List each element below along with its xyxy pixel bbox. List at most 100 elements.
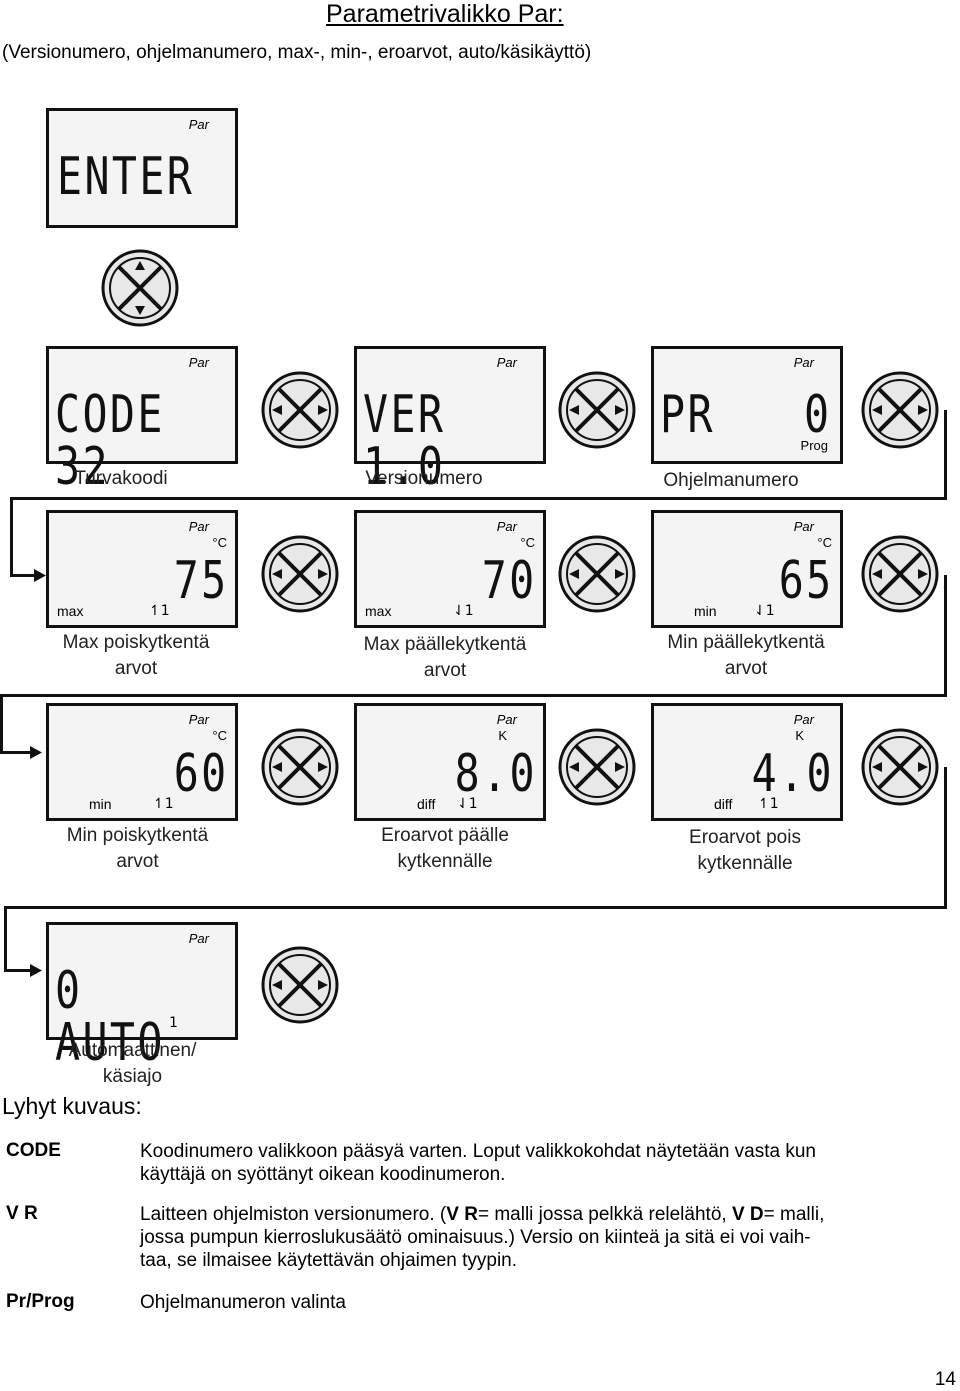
page-subtitle: (Versionumero, ohjelmanumero, max-, min-…	[2, 42, 592, 63]
unit-label: K	[498, 728, 507, 743]
caption-auto: Automaattinen/käsiajo	[50, 1038, 215, 1090]
lcd-panel-max-on: Par °C 70 max ⇃1	[354, 510, 546, 628]
lcd-panel-auto: Par 0 AUTO 1	[46, 922, 238, 1069]
unit-label: °C	[212, 728, 227, 743]
lcd-panel-pr: Par PR 0 Prog	[651, 346, 843, 464]
caption-line: Max päällekytkentä	[363, 634, 527, 655]
navigation-dial-icon[interactable]	[860, 370, 940, 450]
caption-turvakoodi: Turvakoodi	[74, 468, 168, 489]
navigation-dial-icon[interactable]	[557, 370, 637, 450]
navigation-dial-icon[interactable]	[100, 248, 180, 328]
mode-label: min	[89, 796, 112, 812]
lcd-value: 0	[804, 385, 832, 445]
flow-connector	[0, 751, 34, 754]
lcd-panel-min-on: Par °C 65 min ⇃1	[651, 510, 843, 628]
navigation-dial-icon[interactable]	[260, 370, 340, 450]
lcd-display: 70	[482, 551, 537, 611]
lcd-panel-ver: Par VER 1.0	[354, 346, 546, 493]
lcd-panel-max-off: Par °C 75 max ↿1	[46, 510, 238, 628]
par-label: Par	[793, 355, 814, 370]
caption-line: Min poiskytkentä	[66, 825, 209, 846]
mode-label: diff	[417, 796, 436, 812]
caption-min-on: Min päällekytkentä arvot	[651, 630, 841, 682]
flow-connector	[10, 574, 40, 577]
term-code: CODE	[6, 1140, 61, 1161]
lcd-panel-diff-off: Par K 4.0 diff ↿1	[651, 703, 843, 821]
navigation-dial-icon[interactable]	[860, 534, 940, 614]
definition-vr: Laitteen ohjelmiston versionumero. (V R=…	[140, 1203, 955, 1272]
caption-line: Max poiskytkentä	[62, 632, 210, 653]
definition-bold: V R	[446, 1204, 478, 1225]
page-number: 14	[934, 1369, 956, 1390]
lcd-display: 65	[779, 551, 834, 611]
par-label: Par	[496, 712, 517, 727]
definition-text: Laitteen ohjelmiston versionumero. (	[140, 1204, 447, 1225]
relay-indicator: ↿1	[153, 796, 174, 812]
caption-line: kytkennälle	[397, 851, 493, 872]
definition-text: = malli jossa pelkkä relelähtö,	[477, 1204, 732, 1225]
relay-indicator: ⇃1	[457, 796, 478, 812]
flow-connector	[0, 694, 947, 697]
definition-line: Koodinumero valikkoon pääsyä varten. Lop…	[140, 1141, 816, 1162]
navigation-dial-icon[interactable]	[557, 727, 637, 807]
lcd-display: CODE 32	[55, 385, 165, 497]
unit-label: °C	[520, 535, 535, 550]
flow-connector	[944, 575, 947, 697]
navigation-dial-icon[interactable]	[260, 945, 340, 1025]
relay-indicator: ⇃1	[453, 603, 474, 619]
caption-max-on: Max päällekytkentä arvot	[350, 632, 540, 684]
caption-line: arvot	[724, 658, 768, 679]
par-label: Par	[496, 355, 517, 370]
caption-line: Automaattinen/	[68, 1040, 197, 1061]
flow-connector	[4, 969, 34, 972]
definition-line: taa, se ilmaisee käytettävän ohjaimen ty…	[140, 1250, 518, 1271]
mode-label: min	[694, 603, 717, 619]
flow-connector	[4, 906, 7, 972]
par-label: Par	[188, 712, 209, 727]
caption-line: arvot	[423, 660, 467, 681]
caption-line: Min päällekytkentä	[667, 632, 825, 653]
navigation-dial-icon[interactable]	[557, 534, 637, 614]
navigation-dial-icon[interactable]	[260, 534, 340, 614]
navigation-dial-icon[interactable]	[860, 727, 940, 807]
mode-label: max	[57, 603, 84, 619]
lcd-display: 60	[174, 744, 229, 804]
caption-line: käsiajo	[102, 1066, 163, 1087]
caption-versionumero: Versionumero	[365, 468, 483, 489]
definition-bold: V D	[731, 1204, 764, 1225]
flow-connector	[0, 694, 3, 754]
definition-text: = malli,	[763, 1204, 825, 1225]
navigation-dial-icon[interactable]	[260, 727, 340, 807]
unit-label: °C	[817, 535, 832, 550]
relay-indicator: ↿1	[758, 796, 779, 812]
lcd-display: ENTER	[57, 147, 195, 207]
definition-line: jossa pumpun kierroslukusäätö ominaisuus…	[140, 1227, 811, 1248]
term-vr: V R	[6, 1203, 38, 1224]
definition-prog: Ohjelmanumeron valinta	[140, 1291, 955, 1314]
term-prog: Pr/Prog	[6, 1291, 75, 1312]
mode-label: max	[365, 603, 392, 619]
lcd-display: 4.0	[751, 744, 834, 804]
lcd-panel-min-off: Par °C 60 min ↿1	[46, 703, 238, 821]
caption-line: arvot	[116, 851, 159, 872]
prog-label: Prog	[800, 438, 828, 453]
arrow-right-icon	[34, 569, 46, 582]
par-label: Par	[793, 712, 814, 727]
lcd-display: 75	[174, 551, 229, 611]
relay-indicator: ⇃1	[754, 603, 775, 619]
definition-code: Koodinumero valikkoon pääsyä varten. Lop…	[140, 1140, 955, 1186]
flow-connector	[944, 410, 947, 500]
mode-label: diff	[714, 796, 733, 812]
par-label: Par	[496, 519, 517, 534]
relay-indicator: 1	[169, 1015, 178, 1031]
lcd-display: 0 AUTO	[55, 961, 165, 1073]
caption-line: kytkennälle	[697, 853, 793, 874]
unit-label: °C	[212, 535, 227, 550]
par-label: Par	[188, 519, 209, 534]
par-label: Par	[188, 117, 209, 132]
arrow-right-icon	[30, 746, 42, 759]
relay-indicator: ↿1	[149, 603, 170, 619]
flow-connector	[10, 497, 947, 500]
lcd-panel-diff-on: Par K 8.0 diff ⇃1	[354, 703, 546, 821]
